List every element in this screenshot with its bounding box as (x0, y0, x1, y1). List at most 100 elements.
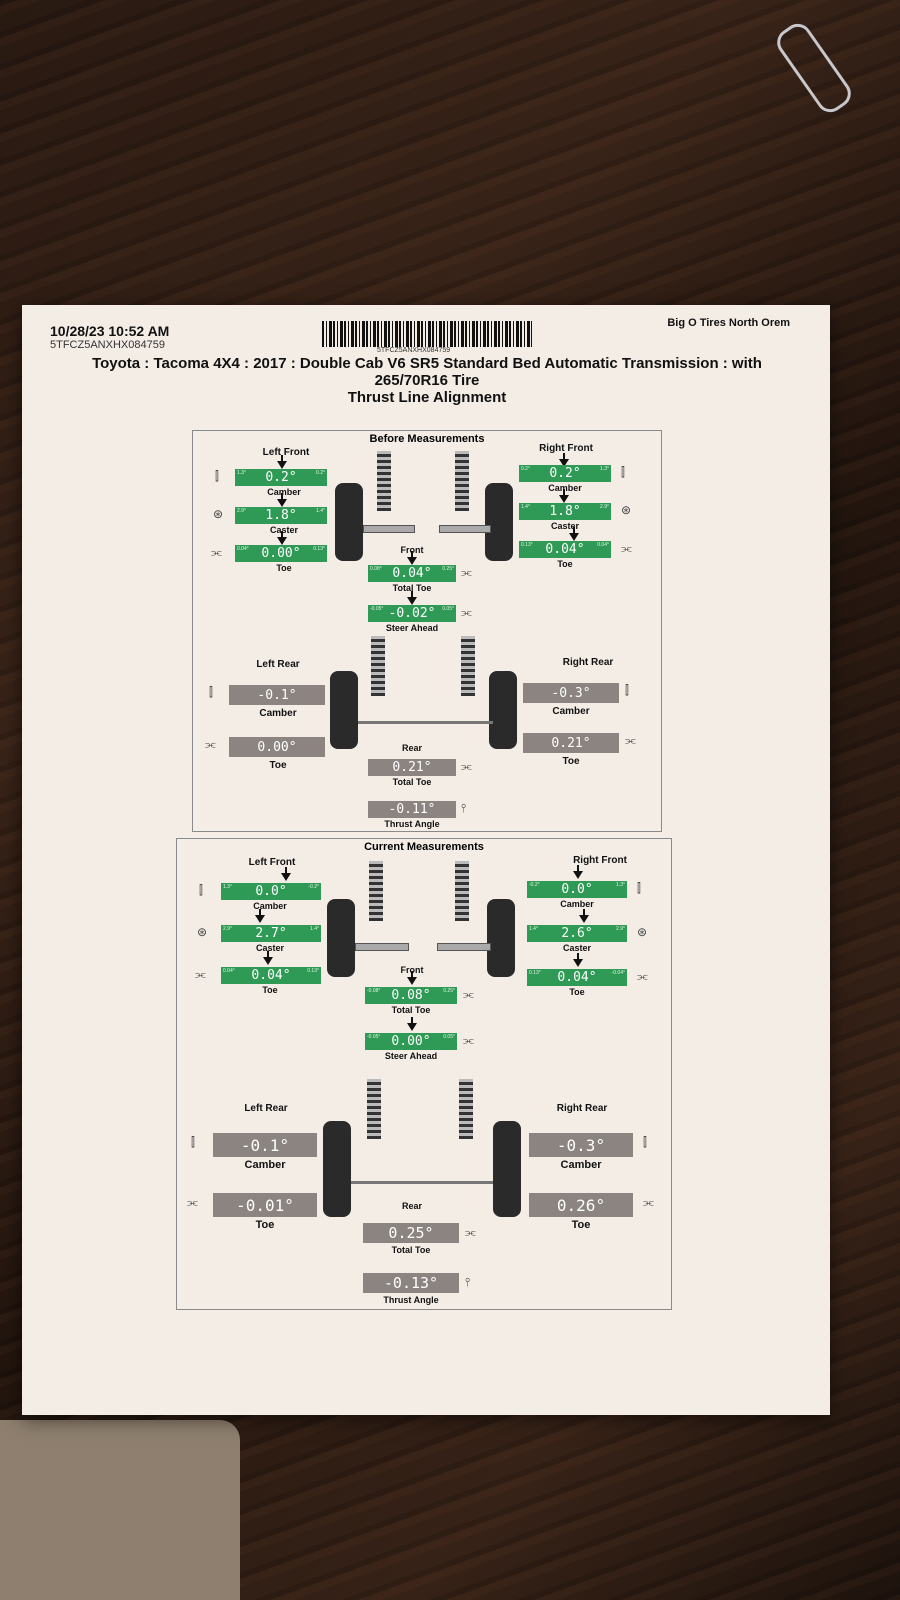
toe-min: 0.13° (521, 542, 533, 548)
camber-wheel-icon: ⫿ (215, 469, 219, 483)
toe-pointer-icon (569, 527, 579, 541)
rear-right-strut-icon (461, 636, 475, 696)
camber-value: 0.2° (265, 470, 297, 485)
camber-value: -0.3° (551, 685, 591, 701)
left-front-toe-gauge: 0.04° 0.04° 0.13° (221, 967, 321, 984)
thrust-angle-icon: ⫯ (461, 801, 467, 815)
front-left-strut-icon (377, 451, 391, 511)
right-front-label: Right Front (539, 443, 593, 454)
steer-ahead-value: -0.02° (388, 606, 436, 621)
total-toe-value: 0.08° (391, 988, 431, 1003)
camber-pointer-icon (281, 867, 291, 881)
caster-max: 1.4° (310, 926, 319, 932)
camber-max: 0.2° (316, 470, 325, 476)
front-label: Front (400, 545, 424, 555)
alignment-printout: 10/28/23 10:52 AM 5TFCZ5ANXHX084759 5TFC… (22, 305, 830, 1415)
toe-value: 0.04° (557, 970, 597, 985)
front-left-strut-icon (369, 861, 383, 921)
front-right-tire-icon (485, 483, 513, 561)
caster-label: Caster (550, 521, 579, 531)
total-toe-pointer-icon (407, 551, 417, 565)
total-toe-max: 0.25° (443, 988, 455, 994)
toe-max: 0.04° (597, 542, 609, 548)
vehicle-title-line1: Toyota : Tacoma 4X4 : 2017 : Double Cab … (92, 355, 762, 372)
front-left-control-arm-icon (363, 525, 415, 533)
shop-name: Big O Tires North Orem (667, 317, 790, 329)
rear-axle-icon (358, 721, 493, 724)
total-toe-label: Total Toe (392, 583, 432, 593)
vin-barcode (322, 321, 532, 347)
caster-min: 1.4° (529, 926, 538, 932)
camber-wheel-icon: ⫿ (625, 683, 629, 697)
camber-value: -0.1° (257, 687, 297, 703)
caster-wheel-icon: ⊛ (621, 503, 632, 517)
vehicle-title-line3: Thrust Line Alignment (347, 389, 507, 406)
rear-left-strut-icon (371, 636, 385, 696)
right-rear-label: Right Rear (562, 657, 614, 668)
rear-label: Rear (401, 743, 422, 753)
caster-label: Caster (255, 943, 284, 953)
camber-wheel-icon: ⫿ (191, 1135, 195, 1149)
front-right-tire-icon (487, 899, 515, 977)
camber-label: Camber (259, 708, 297, 719)
caster-min: 2.9° (237, 508, 246, 514)
camber-label: Camber (548, 483, 582, 493)
steer-ahead-max: 0.05° (443, 1034, 455, 1040)
right-front-label: Right Front (573, 855, 627, 866)
left-front-toe-gauge: 0.04° 0.00° 0.13° (235, 545, 327, 562)
camber-wheel-icon: ⫿ (621, 465, 625, 479)
toe-pointer-icon (573, 953, 583, 967)
front-right-control-arm-icon (439, 525, 491, 533)
toe-label: Toe (571, 1219, 591, 1231)
total-toe-pointer-icon (407, 971, 417, 985)
total-toe-value: 0.04° (392, 566, 432, 581)
steer-ahead-icon: ⫘ (461, 605, 472, 619)
caster-min: 2.9° (223, 926, 232, 932)
steer-ahead-label: Steer Ahead (385, 623, 439, 633)
rear-total-toe-gauge: 0.21° (368, 759, 456, 776)
camber-label: Camber (253, 901, 287, 911)
steer-ahead-min: -0.05° (370, 606, 384, 612)
toe-label: Toe (569, 987, 585, 997)
steer-ahead-value: 0.00° (391, 1034, 431, 1049)
right-rear-label: Right Rear (556, 1103, 608, 1114)
caster-max: 1.4° (316, 508, 325, 514)
caster-value: 2.6° (561, 926, 593, 941)
left-front-caster-gauge: 2.9° 1.8° 1.4° (235, 507, 327, 524)
camber-pointer-icon (573, 865, 583, 879)
front-right-strut-icon (455, 451, 469, 511)
left-rear-camber-gauge: -0.1° (213, 1133, 317, 1157)
camber-value: 0.0° (561, 882, 593, 897)
front-left-control-arm-icon (355, 943, 409, 951)
camber-min: 0.2° (521, 466, 530, 472)
camber-min: 1.3° (237, 470, 246, 476)
steer-ahead-gauge: -0.05° 0.00° 0.05° (365, 1033, 457, 1050)
toe-value: -0.01° (236, 1195, 294, 1215)
thrust-angle-value: -0.11° (388, 802, 436, 817)
caster-value: 1.8° (265, 508, 297, 523)
toe-value: 0.21° (551, 735, 591, 751)
caster-value: 2.7° (255, 926, 287, 941)
camber-wheel-icon: ⫿ (209, 685, 213, 699)
camber-value: 0.0° (255, 884, 287, 899)
camber-label: Camber (552, 706, 590, 717)
right-rear-toe-gauge: 0.21° (523, 733, 619, 753)
caster-pointer-icon (277, 493, 287, 507)
thrust-angle-icon: ⫯ (465, 1275, 471, 1289)
toe-wheel-icon: ⫘ (205, 737, 216, 751)
total-toe-max: 0.25° (442, 566, 454, 572)
rear-left-strut-icon (367, 1079, 381, 1139)
toe-label: Toe (557, 559, 573, 569)
rear-right-tire-icon (489, 671, 517, 749)
toe-value: 0.04° (251, 968, 291, 983)
rear-axle-icon (351, 1181, 493, 1184)
rear-left-tire-icon (330, 671, 358, 749)
steer-ahead-icon: ⫘ (463, 1033, 474, 1047)
toe-min: 0.13° (529, 970, 541, 976)
caster-max: 2.9° (616, 926, 625, 932)
left-rear-label: Left Rear (256, 659, 300, 670)
right-front-camber-gauge: 0.2° 0.2° 1.3° (519, 465, 611, 482)
current-measurements-panel: Current Measurements Left Front ⫿ 1.3° 0… (176, 838, 672, 1310)
caster-min: 1.4° (521, 504, 530, 510)
total-toe-min: -0.08° (367, 988, 381, 994)
